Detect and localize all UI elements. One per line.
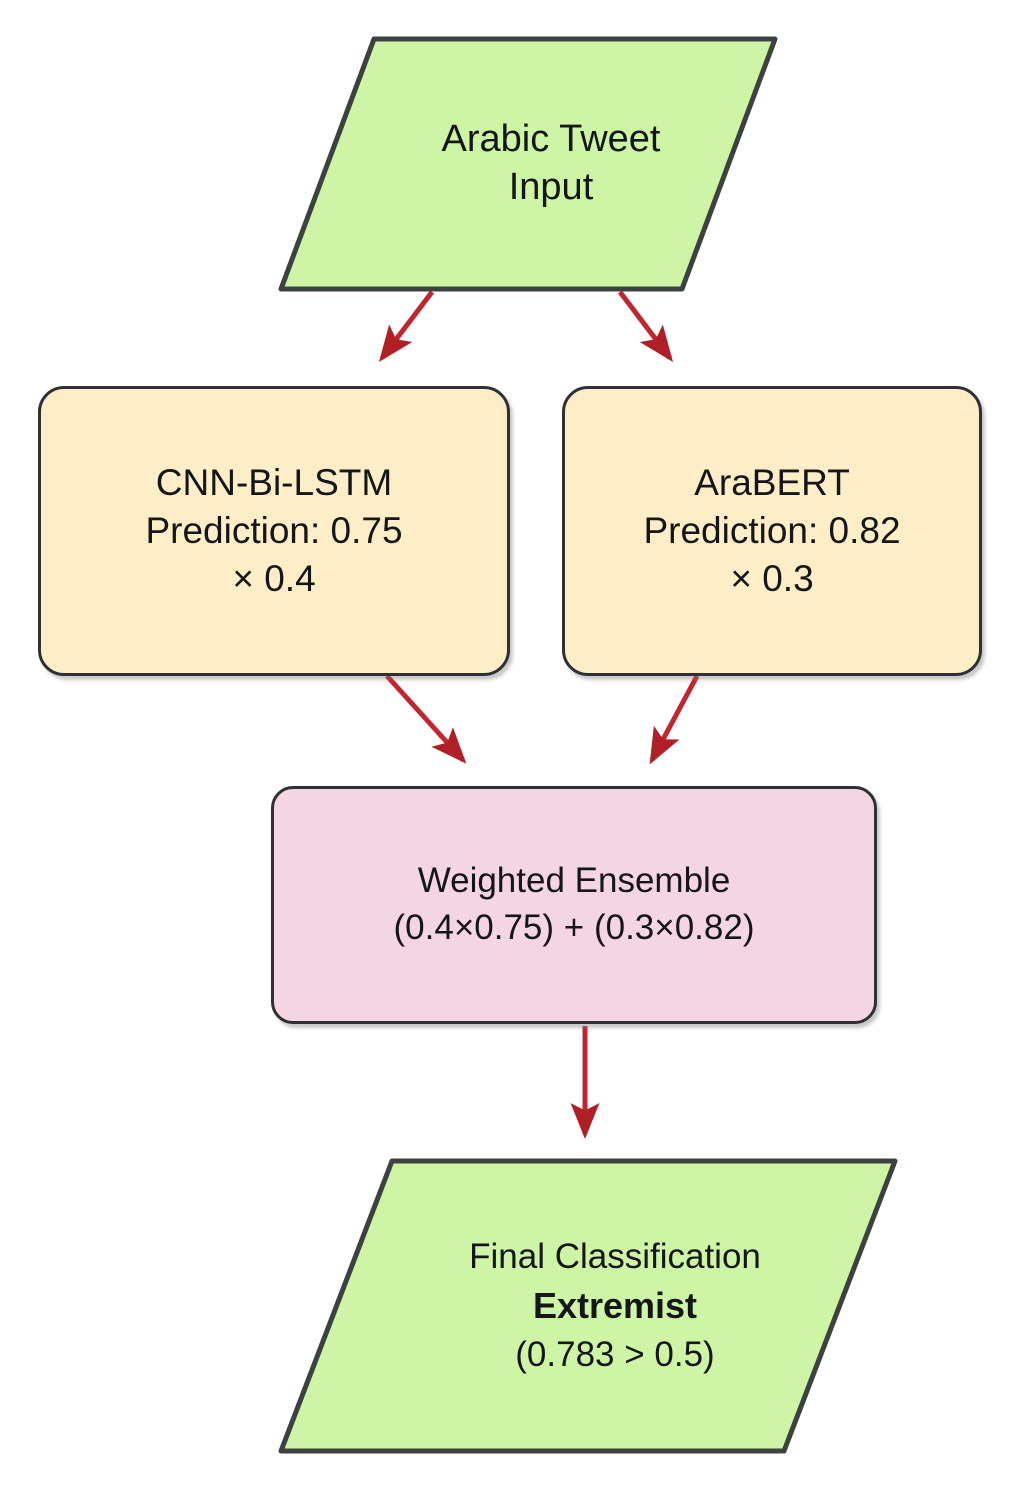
node-arabert-line-2: Prediction: 0.82	[643, 509, 901, 551]
node-ensemble-line-1: Weighted Ensemble	[417, 861, 731, 901]
node-cnn-line-2: Prediction: 0.75	[145, 509, 403, 551]
node-input-line-1: Arabic Tweet	[441, 118, 661, 161]
node-input-line-2: Input	[508, 166, 594, 208]
node-arabic-tweet-input[interactable]: Arabic Tweet Input	[278, 36, 778, 292]
parallelogram-shape-input	[278, 36, 778, 292]
edge-input-to-arabert	[618, 290, 674, 362]
node-ensemble-line-2: (0.4×0.75) + (0.3×0.82)	[393, 908, 755, 947]
node-weighted-ensemble[interactable]: Weighted Ensemble (0.4×0.75) + (0.3×0.82…	[271, 786, 877, 1024]
node-label-stack: Arabic Tweet Input	[255, 116, 801, 212]
node-arabert-line-1: AraBERT	[694, 461, 850, 503]
node-final-line-3-score: (0.783 > 0.5)	[515, 1334, 715, 1374]
node-final-line-1: Final Classification	[469, 1236, 761, 1276]
node-arabert-line-3: × 0.3	[730, 558, 814, 600]
node-final-classification[interactable]: Final Classification Extremist (0.783 > …	[278, 1158, 898, 1454]
node-cnn-line-1: CNN-Bi-LSTM	[155, 461, 393, 503]
edge-cnn-to-ensemble	[385, 674, 467, 764]
node-arabert[interactable]: AraBERT Prediction: 0.82 × 0.3	[562, 386, 982, 676]
edge-input-to-cnn	[378, 290, 434, 362]
node-final-line-2-verdict: Extremist	[532, 1285, 698, 1327]
node-cnn-bi-lstm[interactable]: CNN-Bi-LSTM Prediction: 0.75 × 0.4	[38, 386, 510, 676]
node-label-stack: Final Classification Extremist (0.783 > …	[251, 1233, 925, 1379]
edge-arabert-to-ensemble	[649, 674, 700, 765]
node-cnn-line-3: × 0.4	[232, 558, 316, 600]
parallelogram-shape-final	[278, 1158, 898, 1454]
